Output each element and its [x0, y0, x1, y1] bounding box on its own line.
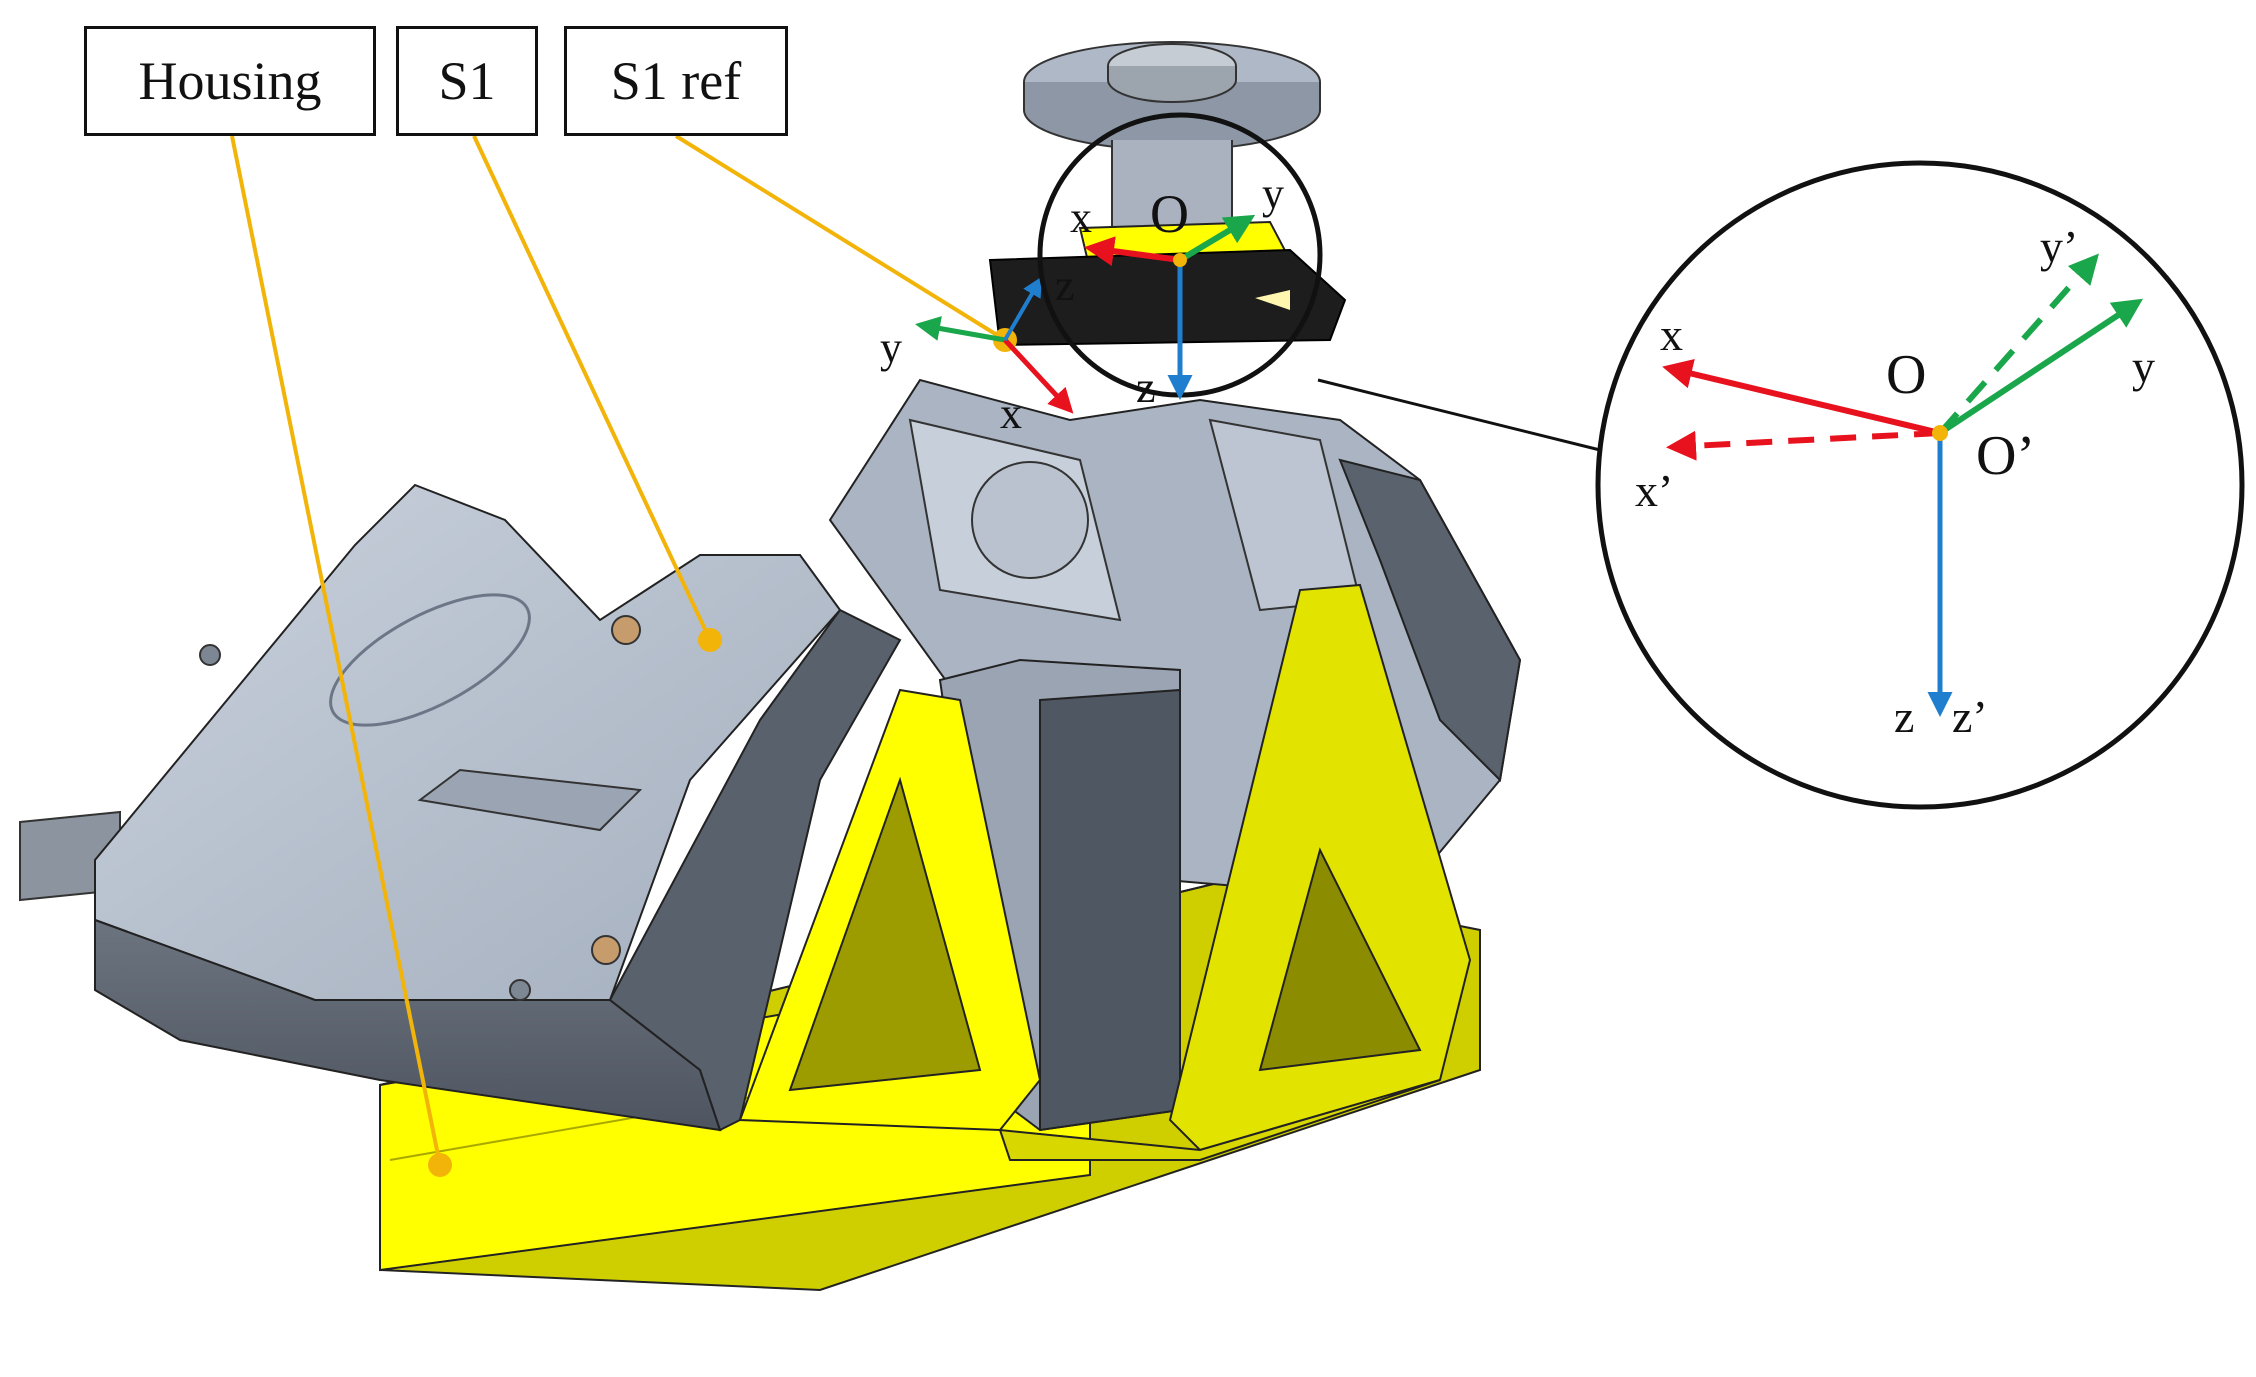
top-x-label: x: [1070, 193, 1092, 242]
top-x-axis: [1084, 236, 1181, 267]
top-z-label: z: [1136, 363, 1156, 412]
top-y-axis: [1178, 214, 1256, 263]
zoom-z-prime-label: z’: [1952, 691, 1988, 742]
s1-callout-text: S1: [438, 51, 496, 111]
zoom-x-prime-label: x’: [1635, 465, 1673, 516]
zoom-x-label: x: [1660, 309, 1683, 360]
s1-ref-callout-text: S1 ref: [610, 51, 742, 111]
top-y-label: y: [1262, 169, 1284, 218]
housing-callout: Housing: [84, 26, 376, 136]
sensor-s1: [94, 483, 902, 1132]
base-x-axis: [1003, 338, 1074, 414]
detail-connector: [1317, 378, 1601, 452]
leader-dot-housing: [428, 1153, 452, 1177]
detail-circle-small: x O y z: [1037, 112, 1323, 412]
base-z-axis: [1003, 276, 1043, 342]
base-y-axis: [915, 316, 1006, 343]
zoom-origin-prime-label: O’: [1976, 425, 2035, 487]
zoom-x-axis: [1662, 358, 1941, 436]
zoom-y-axis: [1938, 298, 2144, 436]
housing-callout-text: Housing: [138, 51, 322, 111]
s1-callout: S1: [396, 26, 538, 136]
base-axes: y x z: [880, 261, 1075, 438]
s1-ref-callout: S1 ref: [564, 26, 788, 136]
base-z-label: z: [1055, 261, 1075, 310]
zoom-origin-dot: [1932, 425, 1948, 441]
base-y-label: y: [880, 323, 902, 372]
zoom-y-label: y: [2132, 341, 2155, 392]
bracket: [738, 583, 1472, 1161]
top-origin-label: O: [1150, 184, 1189, 244]
base-x-label: x: [1000, 389, 1022, 438]
zoom-y-prime-label: y’: [2040, 221, 2078, 272]
reference-mount: [988, 41, 1347, 347]
zoom-x-prime-axis: [1666, 430, 1941, 461]
leader-lines: [230, 134, 1017, 1177]
leader-dot-s1: [698, 628, 722, 652]
zoom-z-label: z: [1894, 691, 1914, 742]
zoom-origin-label: O: [1886, 344, 1926, 406]
detail-circle-large: x x’ y y’ O O’ z z’: [1595, 160, 2245, 810]
